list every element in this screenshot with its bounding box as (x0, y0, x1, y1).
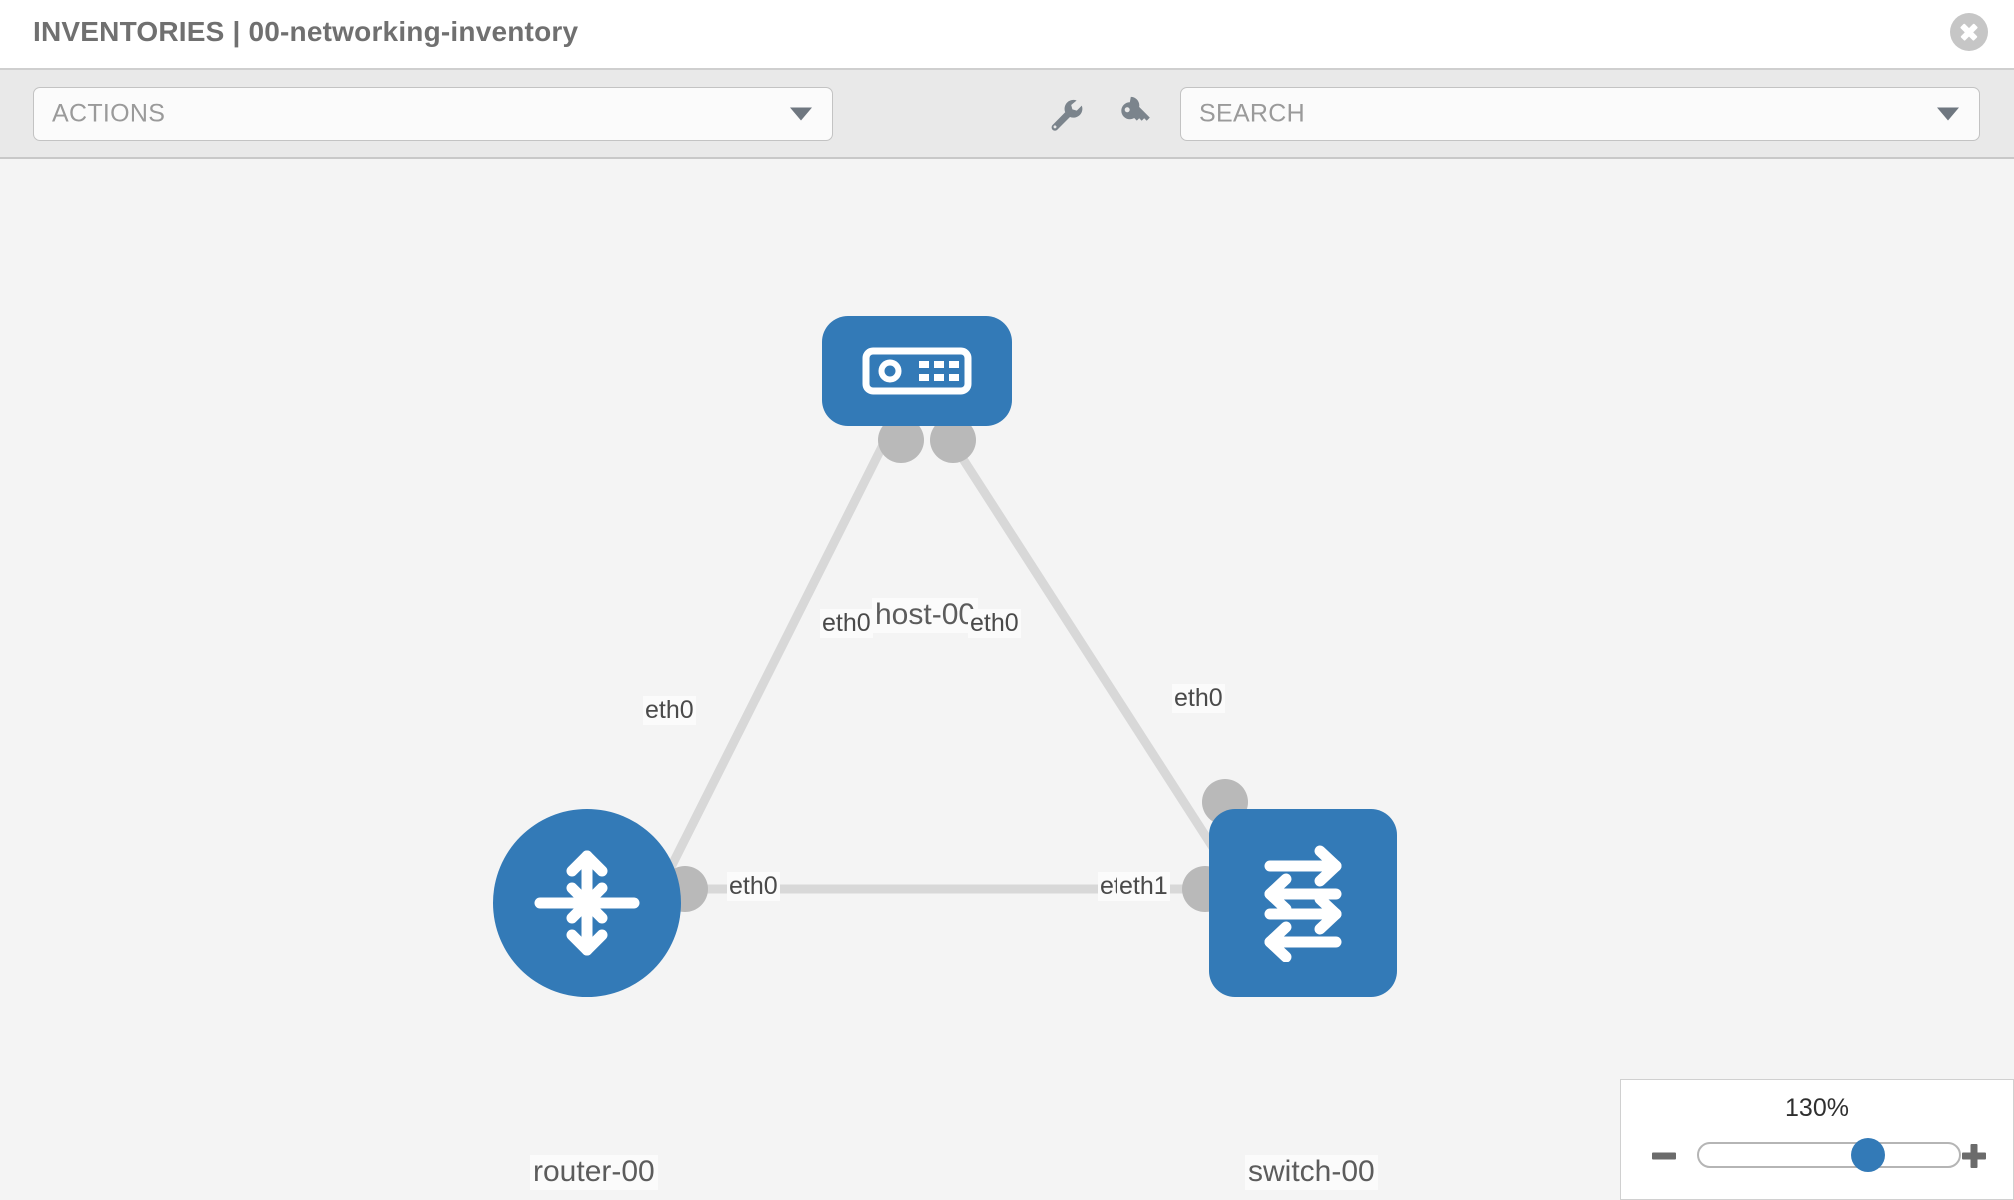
node-label-host-00: host-00 (872, 598, 979, 633)
router-arrows-icon (493, 809, 681, 997)
search-placeholder: SEARCH (1199, 99, 1305, 128)
toolbar: ACTIONS SEARCH (0, 70, 2014, 159)
server-device-icon (822, 316, 1012, 426)
page-title: INVENTORIES | 00-networking-inventory (33, 16, 579, 47)
key-icon[interactable] (1114, 96, 1154, 136)
link-host-switch (941, 428, 1234, 877)
zoom-slider-thumb[interactable] (1851, 1138, 1885, 1172)
zoom-out-button[interactable] (1647, 1136, 1681, 1176)
zoom-level-value: 130% (1785, 1094, 1849, 1122)
edge-label-switch-to-router: eth1 (1117, 872, 1170, 901)
node-switch-00[interactable] (1209, 809, 1397, 997)
search-input[interactable]: SEARCH (1180, 87, 1980, 141)
close-icon[interactable] (1950, 13, 1988, 51)
edge-label-host-left: eth0 (820, 609, 873, 638)
edge-label-host-right: eth0 (968, 609, 1021, 638)
chevron-down-icon (1937, 107, 1959, 121)
chevron-down-icon (790, 107, 812, 121)
link-host-router (655, 428, 895, 892)
node-label-router-00: router-00 (530, 1155, 658, 1190)
node-host-00[interactable] (822, 316, 1012, 426)
actions-dropdown-label: ACTIONS (52, 99, 166, 128)
edge-label-switch-to-host: eth0 (1172, 684, 1225, 713)
topology-canvas[interactable]: host-00 (0, 159, 2014, 1200)
wrench-icon[interactable] (1046, 96, 1086, 136)
edge-label-router-to-switch: eth0 (727, 872, 780, 901)
node-label-switch-00: switch-00 (1245, 1155, 1378, 1190)
zoom-control-panel: 130% (1620, 1079, 2014, 1200)
node-router-00[interactable] (493, 809, 681, 997)
zoom-in-button[interactable] (1957, 1136, 1991, 1176)
zoom-slider[interactable] (1697, 1138, 1961, 1172)
window-header: INVENTORIES | 00-networking-inventory (0, 0, 2014, 70)
actions-dropdown[interactable]: ACTIONS (33, 87, 833, 141)
edge-label-router-to-host: eth0 (643, 696, 696, 725)
zoom-control-row (1621, 1136, 2013, 1176)
switch-arrows-icon (1209, 809, 1397, 997)
